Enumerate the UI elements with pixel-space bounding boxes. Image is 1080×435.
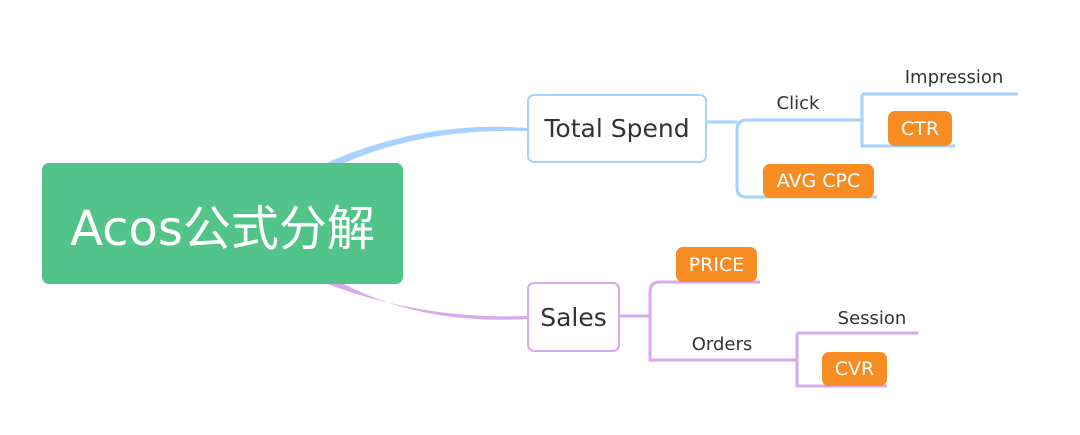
orders-node[interactable]: Orders — [691, 333, 753, 355]
click-node[interactable]: Click — [776, 92, 820, 114]
root-label: Acos公式分解 — [70, 200, 375, 257]
total-spend-connectors — [707, 92, 1018, 199]
total-spend-label: Total Spend — [544, 114, 690, 143]
price-node[interactable]: PRICE — [676, 247, 757, 282]
ctr-node[interactable]: CTR — [888, 111, 952, 146]
root-to-sales-curve — [322, 282, 527, 320]
session-node[interactable]: Session — [837, 307, 907, 329]
impression-node[interactable]: Impression — [904, 66, 1004, 88]
sales-node[interactable]: Sales — [527, 282, 620, 352]
sales-label: Sales — [540, 302, 607, 332]
total-spend-node[interactable]: Total Spend — [527, 94, 707, 163]
cvr-node[interactable]: CVR — [822, 352, 887, 386]
sales-connectors — [620, 280, 918, 388]
avg-cpc-node[interactable]: AVG CPC — [763, 164, 874, 198]
root-node[interactable]: Acos公式分解 — [42, 163, 403, 284]
root-to-total-spend-curve — [322, 126, 527, 165]
